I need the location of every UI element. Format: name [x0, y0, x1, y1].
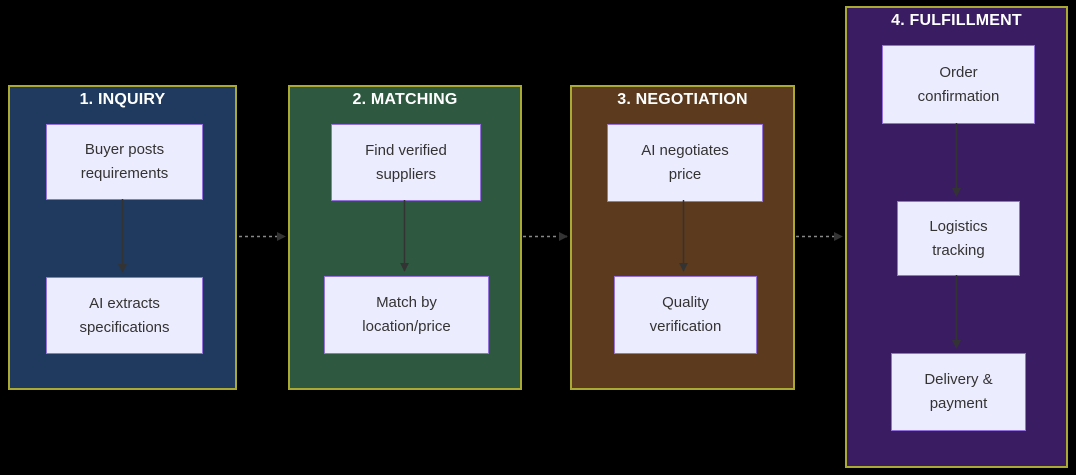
node-label: AI negotiates price	[641, 142, 729, 183]
stage-fulfillment-title: 4. FULFILLMENT	[891, 12, 1022, 29]
node-label: AI extracts specifications	[79, 294, 170, 336]
node-label: Find verified suppliers	[365, 141, 447, 183]
node-label: Delivery & payment	[924, 371, 993, 412]
node-find-verified-suppliers: Find verified suppliers	[331, 124, 481, 201]
node-ai-extracts-specifications: AI extracts specifications	[46, 277, 203, 354]
stage-matching-title: 2. MATCHING	[352, 91, 458, 108]
stage-inquiry: 1. INQUIRY Buyer posts requirements AI e…	[8, 85, 237, 390]
stage-negotiation: 3. NEGOTIATION AI negotiates price Quali…	[570, 85, 795, 390]
node-label: Quality verification	[649, 294, 722, 335]
stage-matching: 2. MATCHING Find verified suppliers Matc…	[288, 85, 522, 390]
node-logistics-tracking: Logistics tracking	[897, 201, 1020, 276]
stage-fulfillment: 4. FULFILLMENT Order confirmation Logist…	[845, 6, 1068, 468]
node-label: Buyer posts requirements	[80, 141, 169, 182]
node-delivery-payment: Delivery & payment	[891, 353, 1026, 431]
node-label: Match by location/price	[362, 294, 451, 335]
node-buyer-posts-requirements: Buyer posts requirements	[46, 124, 203, 200]
stage-negotiation-title: 3. NEGOTIATION	[617, 91, 748, 108]
node-ai-negotiates-price: AI negotiates price	[607, 124, 763, 202]
stage-inquiry-title: 1. INQUIRY	[79, 91, 166, 108]
node-order-confirmation: Order confirmation	[882, 45, 1035, 124]
node-quality-verification: Quality verification	[614, 276, 757, 354]
node-label: Logistics tracking	[929, 217, 988, 259]
node-match-by-location-price: Match by location/price	[324, 276, 489, 354]
node-label: Order confirmation	[917, 63, 1000, 105]
